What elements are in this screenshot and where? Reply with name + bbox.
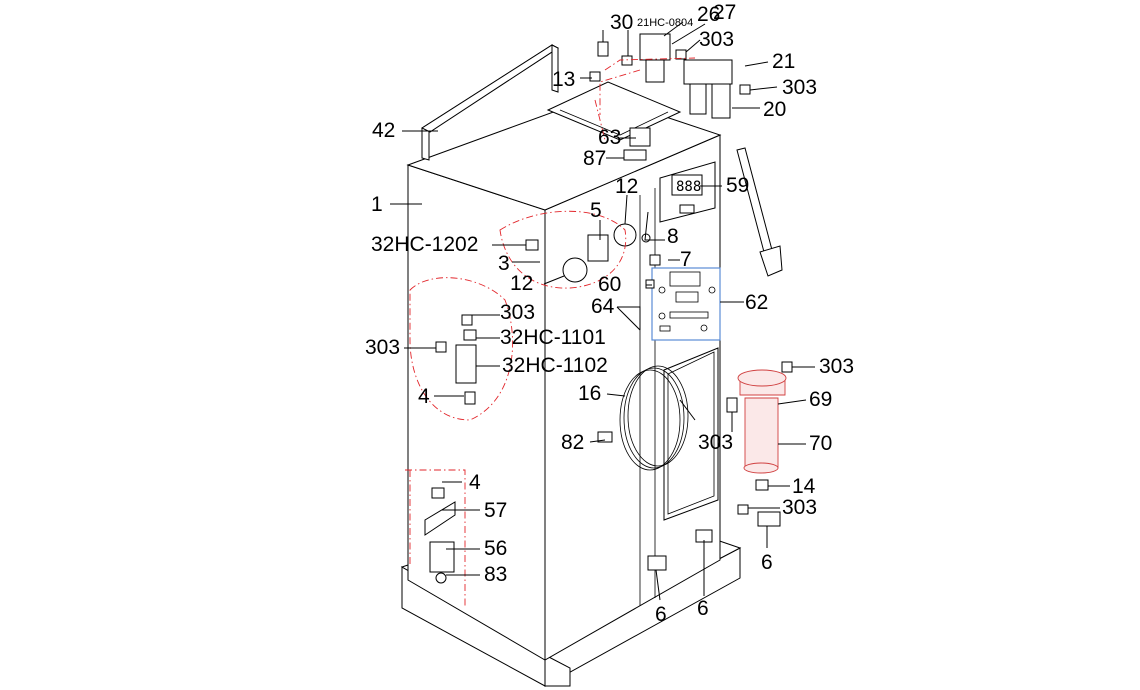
label-70: 70 [809,432,833,455]
label-8: 8 [667,225,679,248]
label-303-top: 303 [699,28,735,51]
label-63: 63 [598,126,622,149]
label-20: 20 [763,98,787,121]
label-13: 13 [552,68,576,91]
label-16: 16 [578,382,602,405]
leader-lines [390,21,815,601]
display-panel: 888 [659,161,716,223]
svg-text:888: 888 [676,179,701,195]
label-30: 30 [610,11,634,34]
label-1: 1 [371,193,383,216]
label-12-bottom: 12 [510,272,534,295]
label-303-filter: 303 [698,431,734,454]
callout-outlines [405,57,696,606]
label-303-right-mid: 303 [819,355,855,378]
label-303-left-b: 303 [365,336,401,359]
label-27: 27 [713,1,737,24]
label-4-upper: 4 [418,385,430,408]
label-303-right-top: 303 [782,76,818,99]
label-62: 62 [745,291,769,314]
label-3: 3 [498,252,510,275]
label-32hc-1101: 32HC-1101 [500,326,606,349]
label-303-left-a: 303 [500,301,536,324]
label-32hc-1102: 32HC-1102 [502,354,608,377]
label-303-bottom: 303 [782,496,818,519]
label-87: 87 [583,147,607,170]
label-12-top: 12 [615,175,639,198]
back-handle [420,44,560,161]
label-64: 64 [591,295,615,318]
label-6-middle: 6 [697,597,709,620]
label-6-right: 6 [761,551,773,574]
label-32hc-1202: 32HC-1202 [371,233,479,256]
spray-wand [736,147,783,277]
label-60: 60 [598,273,622,296]
label-5: 5 [590,199,602,222]
control-panel [651,267,721,341]
label-83: 83 [484,563,508,586]
label-14: 14 [792,475,816,498]
label-4-lower: 4 [469,471,481,494]
label-42: 42 [372,119,396,142]
air-regulators [639,33,733,119]
label-6-left: 6 [655,603,667,626]
label-82: 82 [561,431,585,454]
cabinet-body [406,94,722,661]
filter-assembly [737,369,787,491]
label-7: 7 [680,248,692,271]
label-21: 21 [772,50,796,73]
label-59: 59 [726,174,750,197]
side-window [663,347,719,521]
label-57: 57 [484,499,508,522]
hose-coil [619,365,696,471]
label-26: 26 [697,3,721,26]
label-56: 56 [484,537,508,560]
label-21hc-0804: 21HC-0804 [637,17,694,29]
top-tray [546,81,682,141]
fittings [424,41,793,584]
label-69: 69 [809,388,833,411]
